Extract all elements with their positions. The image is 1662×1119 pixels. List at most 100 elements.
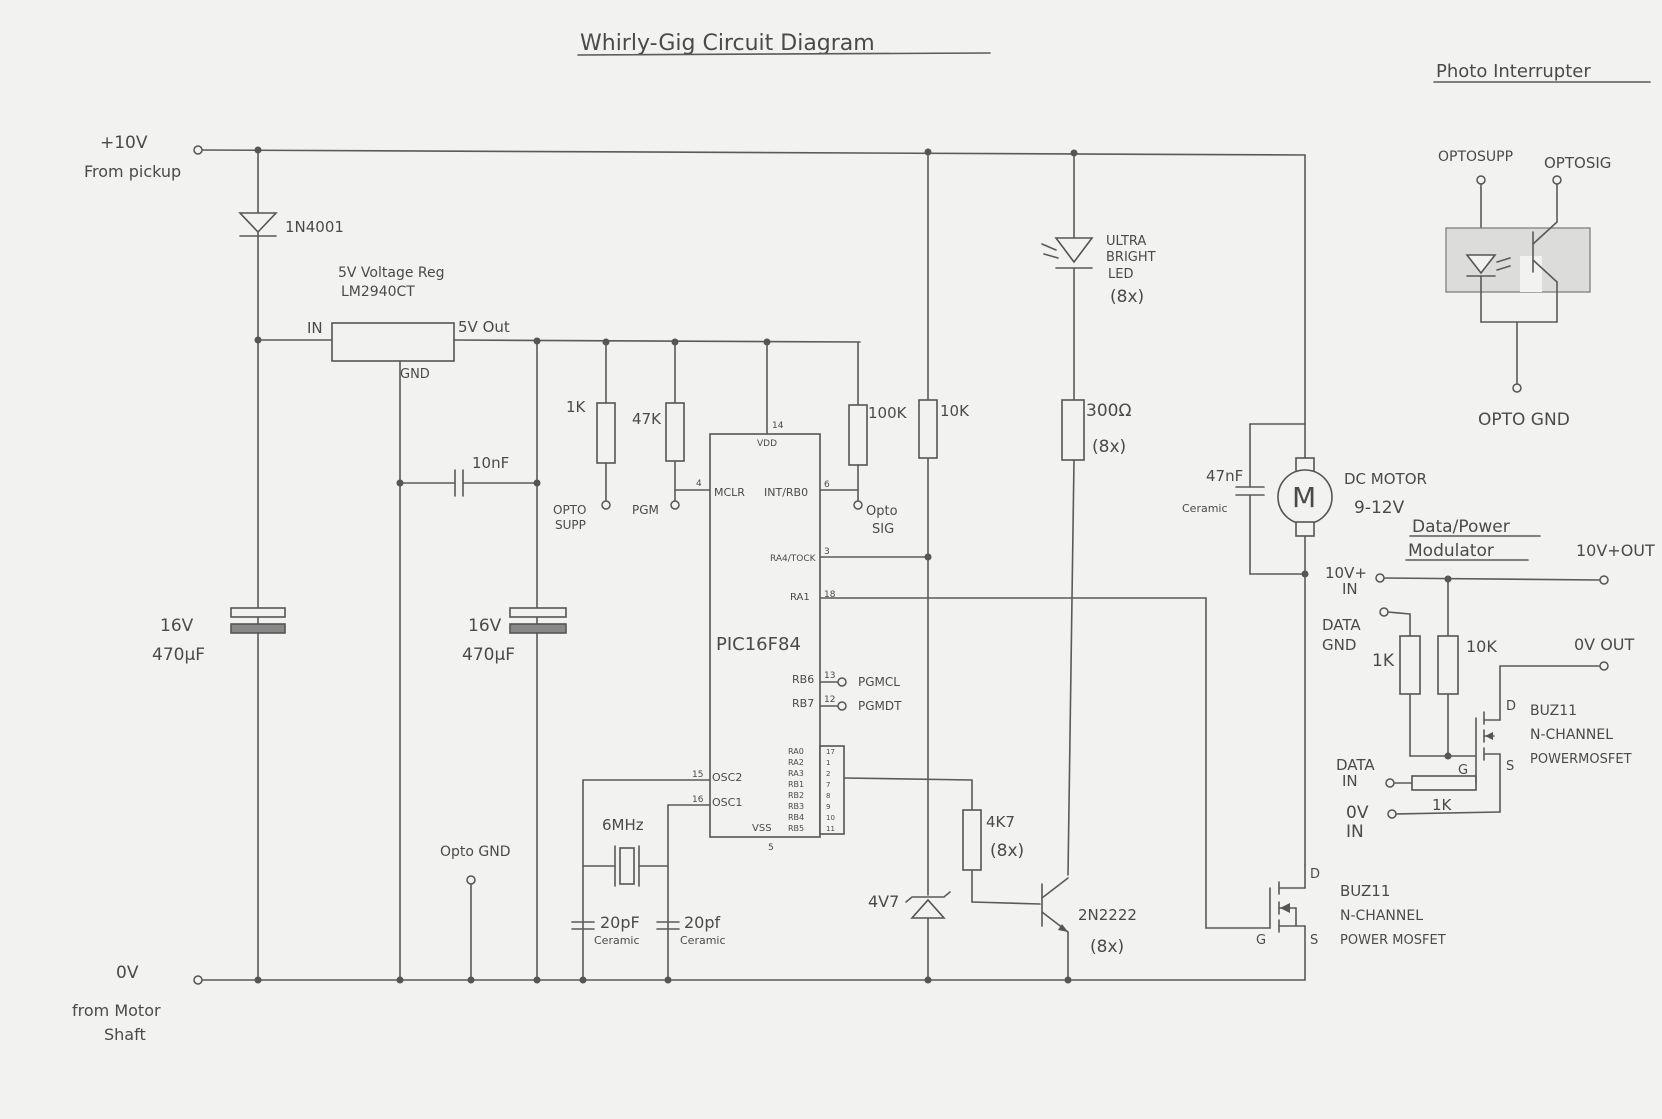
pic-vdd-pin: 14 [772,421,784,431]
transistor-qty: (8x) [1090,937,1124,957]
opto-supp-label1: OPTO [553,503,586,517]
mod-data-in-l1: DATA [1336,756,1375,774]
mosfet-main-line1: BUZ11 [1340,882,1390,900]
pic-ra1-pin: 18 [824,590,836,600]
from-motor-label: from Motor [72,1001,161,1020]
mod-fet-s: S [1506,759,1514,774]
dc-motor: M [1277,457,1333,537]
mod-data-gnd-l1: DATA [1322,616,1361,634]
diode-1n4001 [238,212,278,237]
pgmdt-terminal [837,701,847,711]
cap-20pf-b-type: Ceramic [680,934,726,947]
mod-in-10v-terminal [1375,573,1385,583]
zero-v-terminal [193,975,203,985]
port-pin-rb4: RB4 [788,813,804,822]
pic-vss-pin: 5 [768,843,774,853]
resistor-100k [848,404,868,466]
ultra-bright-led [1041,237,1094,269]
transistor-2n2222 [1041,877,1069,933]
mod-fet-line1: BUZ11 [1530,703,1577,719]
mod-r1k: 1K [1372,651,1395,671]
pi-optognd-terminal [1512,383,1522,393]
mosfet-main-g: G [1256,933,1266,948]
plus10v-label: +10V [100,133,148,153]
opto-gnd-terminal [466,875,476,885]
opto-sig-label1: Opto [866,504,898,519]
from-pickup-label: From pickup [84,162,181,181]
crystal-6mhz [614,845,640,887]
mosfet-buz11-main [1269,881,1306,933]
pgmcl-label: PGMCL [858,675,900,689]
led-line3: LED [1108,267,1133,282]
mod-fet-d: D [1506,699,1516,714]
zero-v-label: 0V [116,963,139,983]
capacitor-470uf-left [230,607,286,634]
diagram-title: Whirly-Gig Circuit Diagram [580,31,875,56]
led-line2: BRIGHT [1106,250,1156,265]
mod-fet-line3: POWERMOSFET [1530,752,1632,767]
pic-rb6-pin: 13 [824,671,835,681]
port-pin-rb2: RB2 [788,791,804,800]
port-pinno-17: 17 [826,748,835,756]
cap-47nf-type: Ceramic [1182,502,1228,515]
capacitor-20pf-b [656,921,680,930]
port-pinno-11: 11 [826,825,835,833]
cap2-value: 470µF [462,645,515,665]
cap1-value: 470µF [152,645,205,665]
pgmcl-terminal [837,677,847,687]
pic-osc1: OSC1 [712,796,742,809]
motor-symbol: M [1292,481,1316,514]
mod-in-0v-l2: IN [1346,822,1364,842]
port-pinno-2: 2 [826,770,830,778]
mod-out-10v-terminal [1599,575,1609,585]
regulator-in: IN [307,319,323,337]
r4k7-label: 4K7 [986,813,1015,831]
opto-supp-label2: SUPP [555,518,586,532]
crystal-label: 6MHz [602,816,644,834]
mod-resistor-10k [1437,635,1459,695]
pi-optosupp-terminal [1476,175,1486,185]
capacitor-10nf [454,469,464,497]
opto-supp-terminal [601,500,611,510]
resistor-10k [918,399,938,459]
cap-47nf-label: 47nF [1206,467,1243,485]
motor-shaft-label: Shaft [104,1025,146,1044]
pic-rb6: RB6 [792,673,814,686]
transistor-name: 2N2222 [1078,906,1137,924]
opto-sig-terminal [853,500,863,510]
regulator-gnd: GND [400,367,430,382]
port-pinno-9: 9 [826,803,830,811]
pgm-terminal [670,500,680,510]
mod-data-gnd-terminal [1379,607,1389,617]
pic-ra1: RA1 [790,592,810,603]
top-rail [199,149,1306,156]
resistor-47k [665,402,685,462]
port-pinno-8: 8 [826,792,830,800]
resistor-4k7 [962,809,982,871]
mod-out-0v-terminal [1599,661,1609,671]
plus10v-terminal [193,145,203,155]
pi-optognd: OPTO GND [1478,410,1570,430]
zener-4v7 [905,891,951,919]
mod-resistor-1k-h [1411,775,1477,791]
r10k-label: 10K [940,402,970,420]
port-pin-rb1: RB1 [788,780,804,789]
mosfet-main-d: D [1310,867,1320,882]
port-pin-ra3: RA3 [788,769,804,778]
mosfet-main-line3: POWER MOSFET [1340,933,1446,948]
photo-interrupter-body [1445,227,1591,293]
pi-optosupp: OPTOSUPP [1438,149,1513,165]
pic-osc1-pin: 16 [692,795,704,805]
motor-label: DC MOTOR [1344,470,1427,488]
photo-interrupter-title: Photo Interrupter [1436,61,1591,82]
pic-osc2: OSC2 [712,771,742,784]
port-pinno-1: 1 [826,759,830,767]
r47k-label: 47K [632,410,662,428]
regulator-part: LM2940CT [341,284,415,300]
pic-int-rb0: INT/RB0 [764,486,808,499]
pi-optosig-terminal [1552,175,1562,185]
led-line1: ULTRA [1106,234,1146,249]
r300-label: 300Ω [1086,401,1131,421]
cap2-voltage: 16V [468,616,502,636]
